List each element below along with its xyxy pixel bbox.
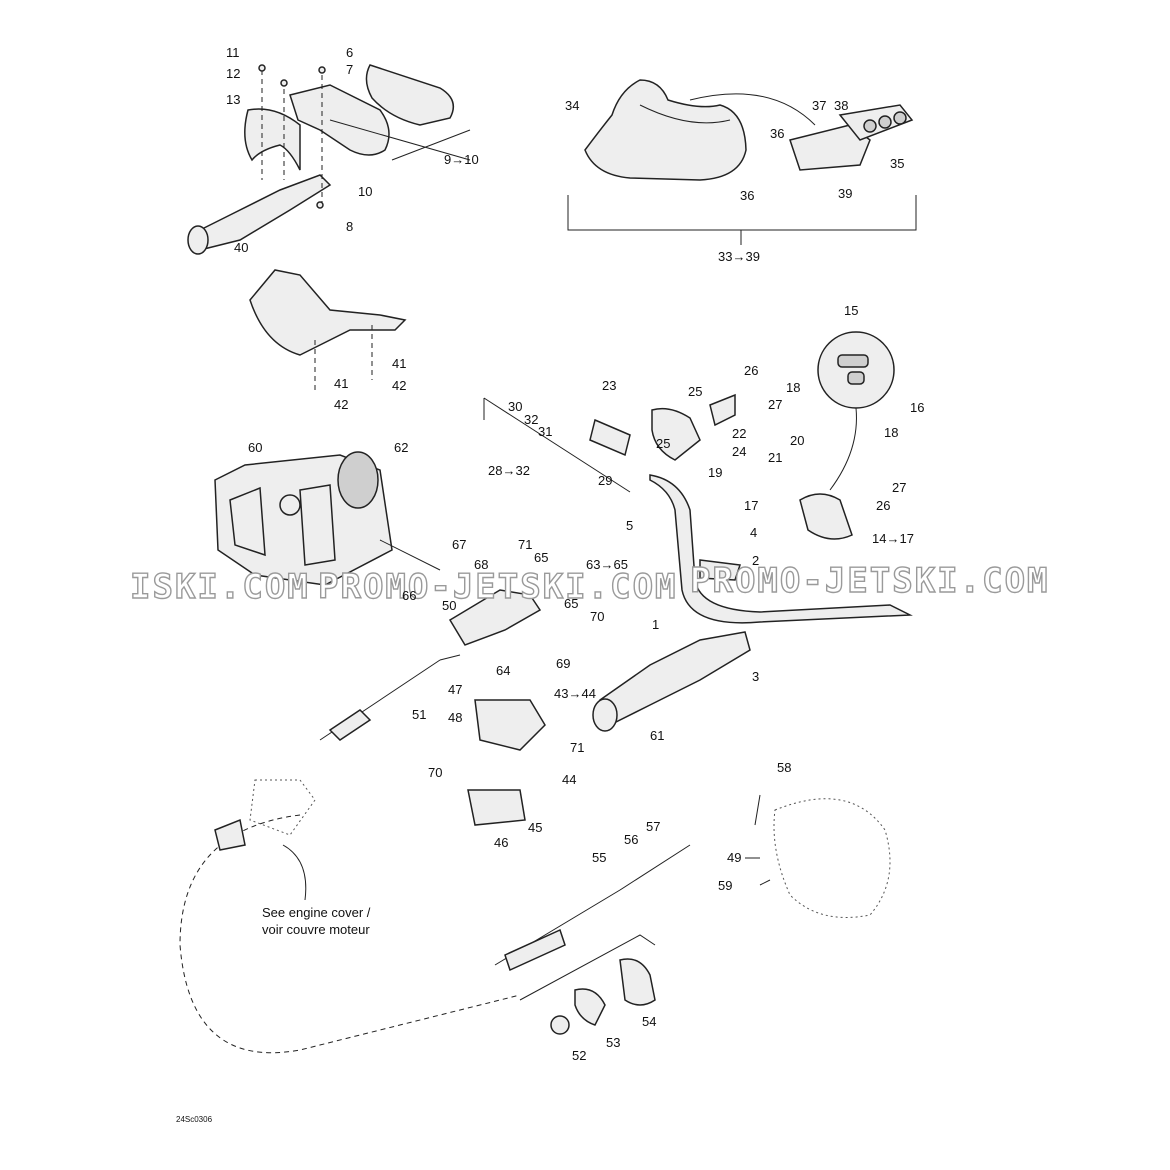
- callout-label: 19: [708, 465, 722, 480]
- callout-label: 2: [752, 553, 759, 568]
- callout-label: 26: [744, 363, 758, 378]
- lower-bracket-group: [249, 269, 407, 392]
- callout-label: 25: [656, 436, 670, 451]
- callout-label: 71: [570, 740, 584, 755]
- callout-label: 56: [624, 832, 638, 847]
- callout-label: 44: [562, 772, 576, 787]
- watermark-band: ISKI.COM PROMO-JETSKI.COM PROMO-JETSKI.C…: [129, 560, 1050, 607]
- callout-label: 34: [565, 98, 579, 113]
- callout-label: 63→65: [586, 557, 628, 572]
- callout-label: 7: [346, 62, 353, 77]
- callout-label: 49: [727, 850, 741, 865]
- callout-label: 38: [834, 98, 848, 113]
- callout-label: 64: [496, 663, 510, 678]
- callout-label: 22: [732, 426, 746, 441]
- callout-label: 42: [334, 397, 348, 412]
- watermark-text: ISKI.COM: [130, 567, 310, 607]
- callout-label: 24: [732, 444, 746, 459]
- callout-label: 13: [226, 92, 240, 107]
- callout-label: 58: [777, 760, 791, 775]
- callout-label: 27: [892, 480, 906, 495]
- callout-label: 36: [740, 188, 754, 203]
- callout-label: 5: [626, 518, 633, 533]
- drawing-code: 24Sc0306: [176, 1115, 213, 1124]
- callout-label: 43→44: [554, 686, 596, 701]
- callout-label: 26: [876, 498, 890, 513]
- callout-label: 47: [448, 682, 462, 697]
- callout-label: 11: [226, 45, 240, 60]
- callout-label: 50: [442, 598, 456, 613]
- callout-label: 1: [652, 617, 659, 632]
- callout-label: 20: [790, 433, 804, 448]
- callout-label: 45: [528, 820, 542, 835]
- callout-label: 70: [590, 609, 604, 624]
- callout-label: 16: [910, 400, 924, 415]
- callout-label: 6: [346, 45, 353, 60]
- callout-label: 62: [394, 440, 408, 455]
- callout-label: 9→10: [444, 152, 479, 167]
- callout-label: 17: [744, 498, 758, 513]
- callout-label: 40: [234, 240, 248, 255]
- handlebar-group: [483, 397, 913, 624]
- callout-label: 3: [752, 669, 759, 684]
- callout-label: 54: [642, 1014, 656, 1029]
- callout-label: 25: [688, 384, 702, 399]
- engine-cover-note: voir couvre moteur: [262, 922, 370, 937]
- callout-label: 65: [534, 550, 548, 565]
- callout-label: 71: [518, 537, 532, 552]
- callout-label: 61: [650, 728, 664, 743]
- callout-label: 10: [358, 184, 372, 199]
- callout-label: 31: [538, 424, 552, 439]
- callout-label: 27: [768, 397, 782, 412]
- callout-label: 41: [392, 356, 406, 371]
- callout-label: 21: [768, 450, 782, 465]
- callout-label: 8: [346, 219, 353, 234]
- callout-label: 67: [452, 537, 466, 552]
- callout-label: 12: [226, 66, 240, 81]
- callout-label: 30: [508, 399, 522, 414]
- callout-label: 32: [524, 412, 538, 427]
- callout-label: 14→17: [872, 531, 914, 546]
- callout-label: 46: [494, 835, 508, 850]
- watermark-text: PROMO-JETSKI.COM: [318, 567, 678, 607]
- watermark-text: PROMO-JETSKI.COM: [690, 561, 1050, 601]
- callout-label: 52: [572, 1048, 586, 1063]
- callout-label: 69: [556, 656, 570, 671]
- callout-label: 55: [592, 850, 606, 865]
- callout-label: 57: [646, 819, 660, 834]
- callout-label: 59: [718, 878, 732, 893]
- callout-label: 37: [812, 98, 826, 113]
- callout-label: 18: [786, 380, 800, 395]
- callout-label: 36: [770, 126, 784, 141]
- switch-detail-group: [709, 331, 895, 540]
- callout-labels: 11 12 13 6 7 9→10 10 8 34 37 38 36 35 36…: [226, 45, 924, 1063]
- callout-label: 60: [248, 440, 262, 455]
- callout-label: 15: [844, 303, 858, 318]
- pump-housing-group: [214, 451, 441, 586]
- steering-column-group: [319, 589, 751, 826]
- callout-label: 51: [412, 707, 426, 722]
- callout-label: 33→39: [718, 249, 760, 264]
- callout-label: 68: [474, 557, 488, 572]
- callout-label: 48: [448, 710, 462, 725]
- cable-nozzle-group: [179, 779, 891, 1054]
- callout-label: 41: [334, 376, 348, 391]
- callout-label: 65: [564, 596, 578, 611]
- callout-label: 70: [428, 765, 442, 780]
- callout-label: 18: [884, 425, 898, 440]
- callout-label: 23: [602, 378, 616, 393]
- callout-label: 29: [598, 473, 612, 488]
- callout-label: 4: [750, 525, 757, 540]
- callout-label: 66: [402, 588, 416, 603]
- callout-label: 39: [838, 186, 852, 201]
- callout-label: 28→32: [488, 463, 530, 478]
- handlebar-padding-group: [567, 79, 917, 245]
- callout-label: 35: [890, 156, 904, 171]
- engine-cover-note: See engine cover /: [262, 905, 371, 920]
- callout-label: 53: [606, 1035, 620, 1050]
- callout-label: 42: [392, 378, 406, 393]
- upper-cover-group: [187, 64, 471, 255]
